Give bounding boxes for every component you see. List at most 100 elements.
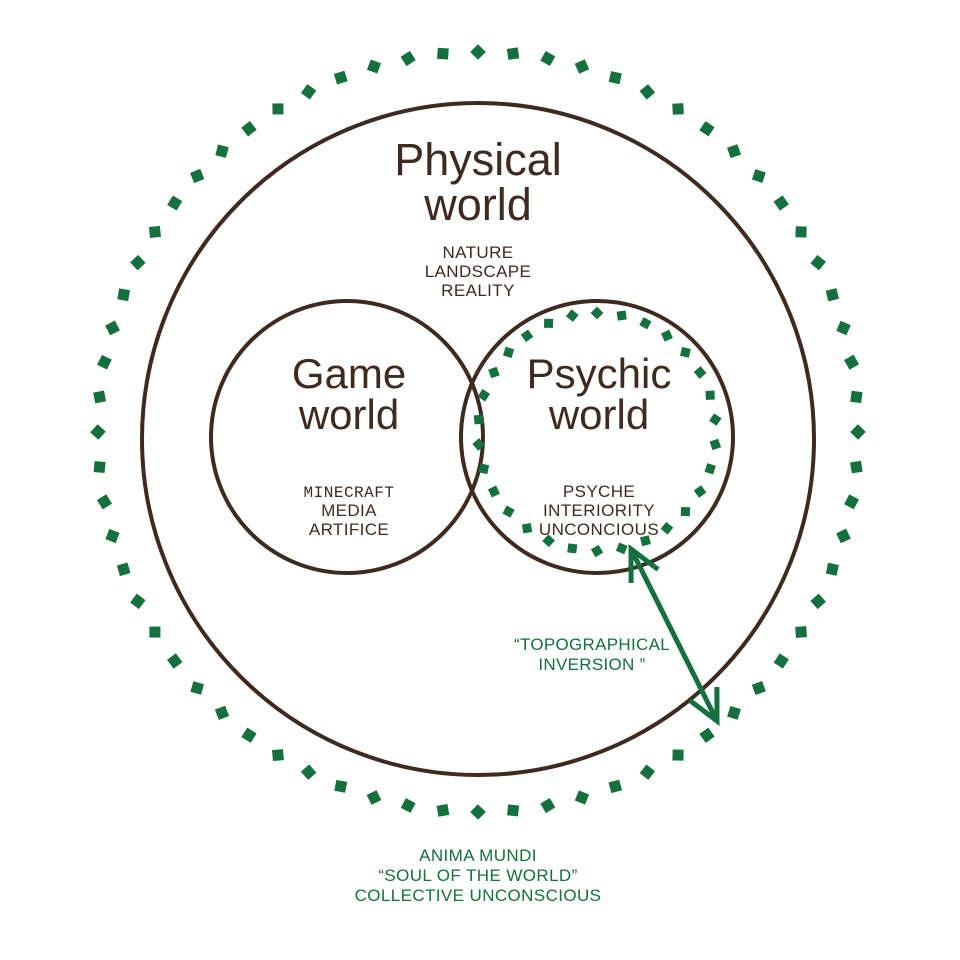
ring-dot [520,329,534,343]
ring-dot [400,798,416,813]
game-world-caption-line3: ARTIFICE [309,520,389,539]
ring-dot [680,506,691,517]
ring-dot [167,195,183,211]
ring-dot [825,562,839,576]
ring-dot [540,50,556,66]
ring-dot [751,169,766,183]
ring-dot [272,749,284,762]
ring-dot [672,103,684,115]
ring-dot [836,320,851,336]
ring-dot [333,70,348,85]
ring-dot [850,390,863,404]
ring-dot [300,764,317,780]
ring-dot [190,681,204,695]
ring-dot [727,705,741,720]
anima-mundi-caption-line1: ANIMA MUNDI [419,846,537,865]
ring-dot [487,485,500,498]
ring-dot [672,749,684,761]
psychic-world-caption-line1: PSYCHE [563,482,635,501]
ring-dot [148,225,161,239]
ring-dot [93,390,107,404]
ring-dot [488,366,500,379]
ring-dot [506,47,520,60]
inner-dotted-ring [472,306,722,558]
ring-dot [542,534,555,548]
ring-dot [478,463,490,475]
ring-dot [844,494,859,510]
ring-dot [693,366,707,379]
psychic-world-heading-line2: world [548,391,649,438]
ring-dot [437,47,449,60]
ring-dot [130,593,146,610]
ring-dot [521,523,533,534]
physical-world-caption-line1: NATURE [442,243,513,262]
ring-dot [90,424,106,440]
ring-dot [590,306,604,320]
ring-dot [272,103,284,115]
ring-dot [300,84,317,100]
psychic-world-label-group: Psychic world PSYCHE INTERIORITY UNCONCI… [527,350,672,539]
ring-dot [167,653,183,669]
ring-dot [472,438,485,451]
ring-dot [680,346,691,358]
game-world-caption-line1: MINECRAFT [304,484,395,502]
ring-dot [477,389,491,402]
game-world-heading-line1: Game [292,350,406,397]
ring-dot [502,505,515,518]
ring-dot [825,288,840,302]
ring-dot [470,44,486,60]
psychic-world-circle [459,299,735,575]
ring-dot [105,528,120,544]
ring-dot [810,254,826,271]
ring-dot [400,50,416,67]
ring-dot [540,797,556,814]
ring-dot [836,528,851,544]
ring-dot [214,705,230,720]
ring-dot [366,59,382,74]
psychic-world-heading-line1: Psychic [527,350,672,397]
anima-mundi-caption-line2: “SOUL OF THE WORLD” [378,866,577,885]
ring-dot [130,254,146,271]
physical-world-circle [140,101,816,777]
ring-dot [693,485,707,498]
topographical-inversion-label-line1: “TOPOGRAPHICAL [514,635,670,654]
ring-dot [565,309,579,322]
ring-dot [116,562,131,577]
physical-world-label-group: Physical world NATURE LANDSCAPE REALITY [394,134,562,300]
game-world-caption-line2: MEDIA [321,501,377,520]
ring-dot [105,320,120,336]
ring-dot [639,764,656,780]
ring-dot [661,329,673,342]
physical-world-heading-line1: Physical [394,134,562,185]
game-world-heading-line2: world [298,391,399,438]
ring-dot [616,310,627,321]
ring-dot [241,121,257,137]
ring-dot [470,804,486,820]
psychic-world-caption-line3: UNCONCIOUS [539,520,659,539]
physical-world-heading-line2: world [423,179,532,230]
ring-dot [699,121,715,137]
ring-dot [190,168,205,184]
topographical-inversion-arrow-line [628,547,720,723]
ring-dot [574,790,590,805]
ring-dot [608,779,623,794]
topographical-inversion-label-group: “TOPOGRAPHICAL INVERSION ” [514,635,670,674]
game-world-label-group: Game world MINECRAFT MEDIA ARTIFICE [292,350,406,539]
ring-dot [507,804,520,817]
ring-dot [608,71,622,85]
psychic-world-caption-line2: INTERIORITY [543,501,655,520]
physical-world-caption-line2: LANDSCAPE [425,262,532,281]
ring-dot [97,354,112,370]
topographical-inversion-arrow-group [628,543,720,727]
outer-dotted-ring [90,44,866,820]
ring-dot [149,626,161,638]
ring-dot [96,494,113,510]
ring-dot [660,521,674,535]
ring-dot [639,84,656,100]
ring-dot [436,804,450,817]
ring-dot [751,680,766,696]
arrow-head-down-icon [688,686,720,727]
ring-dot [366,790,382,805]
